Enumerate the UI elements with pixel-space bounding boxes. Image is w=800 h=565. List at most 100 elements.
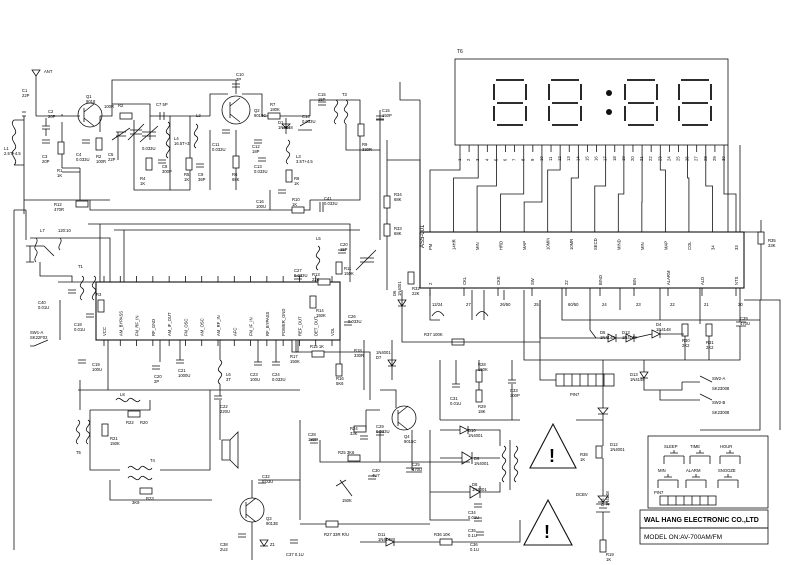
title-block: WAL HANG ELECTRONIC CO.,LTD MODEL ON:AV-… — [639, 509, 769, 545]
bus-line — [570, 152, 579, 232]
ic-clock-pin-label: CKL — [462, 276, 467, 285]
ic-clock-pin-label: 33 — [734, 245, 739, 250]
display-pin-number: 28 — [703, 156, 708, 161]
svg-text:120:10: 120:10 — [58, 228, 71, 233]
svg-text:R2: R2 — [118, 103, 124, 108]
sw2b: SW2-B SK23008 — [682, 393, 730, 415]
svg-text:R3: R3 — [96, 292, 102, 297]
keypad-key-alarm[interactable]: ALARM — [685, 468, 707, 488]
ic-clock-pin-label: 34 — [710, 245, 715, 250]
r100r: 100R — [104, 104, 114, 109]
display-pin-number: 23 — [657, 156, 662, 161]
keypad-key-sleep[interactable]: SLEEP — [663, 444, 685, 464]
ic-clock-pin-label: ALARM — [666, 270, 671, 285]
ic-clock-pin-number: 25 — [534, 302, 539, 307]
display-pin-number: 19 — [621, 156, 626, 161]
r23: R23 — [139, 487, 154, 501]
ic-clock-pin-number: 20 — [738, 302, 743, 307]
ic-radio-pin-label: FM_OSC — [183, 319, 188, 336]
display-bus — [429, 152, 737, 232]
keypad-key-time[interactable]: TIME — [689, 444, 711, 464]
ic-clock-pin-label: PM — [428, 243, 433, 250]
ic-radio-pin-label: POWER_GND — [281, 309, 286, 336]
svg-text:T5: T5 — [76, 450, 82, 455]
display-pin-number: 1 — [457, 158, 462, 161]
display-pin-number: 2 — [466, 158, 471, 161]
svg-text:R27 33R R/U: R27 33R R/U — [324, 532, 349, 537]
company-name: WAL HANG ELECTRONIC CO.,LTD — [644, 517, 759, 524]
bus-line — [659, 152, 666, 232]
antenna-label: ANT — [44, 69, 53, 74]
trimmer-2 — [127, 123, 145, 141]
display-pin-number: 29 — [712, 156, 717, 161]
ic-clock-bottom-pins: 212/24CKL27CKE26/50SW252260/50BIND24BIN2… — [428, 270, 743, 307]
d6: D61N4001 — [392, 281, 407, 330]
display-ref: T6 — [457, 49, 463, 55]
colon-dot-bottom — [606, 109, 612, 115]
ic-clock-pin-label: MIND — [616, 239, 621, 250]
display-pin-number: 6 — [503, 158, 508, 161]
bus-line — [617, 152, 625, 232]
bus-line — [476, 152, 497, 232]
svg-text:C7 5P: C7 5P — [156, 102, 168, 107]
keypad-key-min[interactable]: MIN — [657, 468, 679, 488]
ic-radio-pin-label: VOL — [330, 327, 335, 336]
display-digit — [624, 79, 658, 126]
display-pin-number: 22 — [648, 156, 653, 161]
c37: C37 0.1U — [286, 539, 304, 557]
keypad-key-hour[interactable]: HOUR — [719, 444, 741, 464]
keypad-key-snooze[interactable]: SNOOZE — [717, 468, 739, 488]
ic-clock-pin-label: MAP — [522, 241, 527, 250]
